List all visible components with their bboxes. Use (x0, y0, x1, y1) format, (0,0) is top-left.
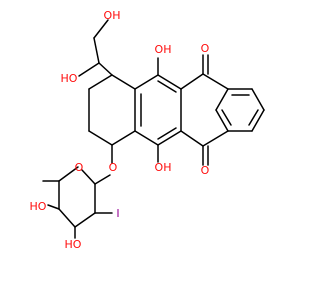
bond (88, 130, 113, 146)
molecule-diagram: OH HO OH OH O O O O I HO HO (0, 0, 300, 300)
bond (202, 130, 229, 147)
hydroxymethyl-oh-label: OH (104, 9, 121, 22)
bond (93, 19, 109, 39)
bond (215, 88, 229, 111)
molecule-svg: OH HO OH OH O O O O I HO HO (0, 0, 300, 300)
bond (94, 174, 111, 185)
background (0, 0, 300, 300)
bond (58, 166, 79, 182)
bond (78, 62, 100, 77)
quinone-top-oxygen-label: O (201, 42, 210, 55)
c9-hydroxy-label: HO (61, 72, 78, 85)
iodine-label: I (116, 207, 119, 220)
c6-hydroxy-label: OH (155, 161, 172, 174)
bond (88, 74, 113, 90)
bond (81, 169, 96, 185)
bond (157, 74, 182, 90)
bond (221, 109, 232, 126)
bond (202, 73, 229, 90)
bonds (42, 19, 265, 239)
bond (215, 109, 229, 132)
bond (180, 130, 204, 147)
sugar-c3-hydroxy-label: HO (65, 238, 82, 251)
bond (157, 127, 177, 140)
bond (251, 109, 265, 132)
bond (134, 130, 159, 146)
sugar-c4-hydroxy-label: HO (30, 200, 47, 213)
bond (157, 80, 177, 93)
atom-labels: OH HO OH OH O O O O I HO HO (30, 9, 210, 251)
bond (93, 37, 100, 64)
bond (134, 74, 159, 90)
bond (74, 212, 96, 228)
bond (58, 208, 76, 228)
bond (248, 109, 259, 126)
bond (111, 130, 136, 146)
bond (47, 204, 60, 210)
bond (111, 74, 136, 90)
ring-oxygen-label: O (75, 161, 84, 174)
quinone-bottom-oxygen-label: O (201, 164, 210, 177)
glycosidic-oxygen-label: O (109, 161, 118, 174)
bond (98, 62, 113, 76)
bond (180, 73, 204, 90)
bond (157, 130, 182, 146)
c11-hydroxy-label: OH (155, 43, 172, 56)
bond (251, 88, 265, 111)
